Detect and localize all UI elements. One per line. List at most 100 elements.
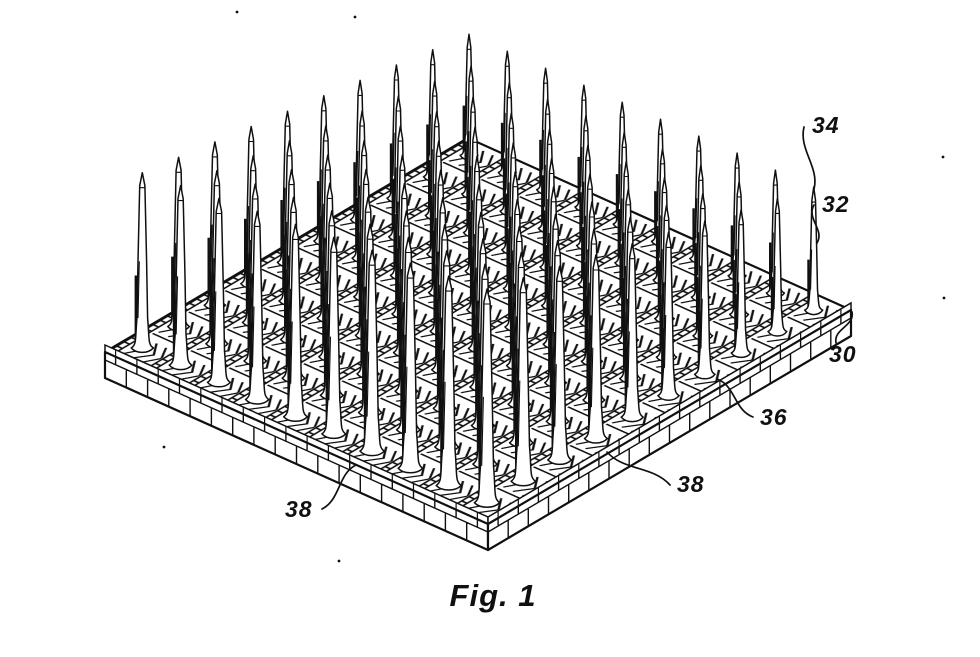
needle-body (206, 197, 232, 388)
rim-band-right-squares (497, 308, 842, 519)
needle-tip-tick (392, 79, 399, 176)
microneedle (803, 186, 824, 316)
needle-tip-tick (436, 184, 444, 304)
microneedle (730, 208, 752, 359)
needle-tip-tick (545, 143, 552, 244)
needle-body (547, 265, 573, 466)
needle-tip-tick (660, 192, 667, 295)
needle-tip-tick (481, 303, 491, 466)
needle-body (244, 210, 270, 405)
needle-tip-tick (663, 246, 671, 368)
needle-body (510, 276, 537, 487)
speck (235, 10, 239, 14)
needle-tip-tick (404, 277, 414, 434)
needle-tip-tick (284, 155, 292, 274)
needle-body (803, 186, 824, 316)
needle-tip-tick (251, 225, 261, 368)
needle-tip-tick (510, 186, 518, 301)
needle-tip-tick (698, 208, 705, 312)
needle-tip-tick (505, 97, 512, 190)
microneedle (547, 265, 573, 466)
microneedle (359, 249, 385, 457)
needle-tip-tick (509, 157, 516, 264)
needle-tip-tick (623, 204, 631, 315)
needle-tip-tick (474, 199, 482, 321)
needle-tip-tick (542, 82, 548, 170)
needle-body (767, 197, 788, 337)
microneedle (168, 184, 193, 371)
needle-body (435, 275, 462, 491)
needle-tip-tick (695, 150, 701, 239)
speck (941, 155, 945, 159)
needle-tip-tick (137, 187, 145, 319)
ref-label-30: 30 (829, 341, 857, 367)
microneedle (473, 288, 501, 508)
needle-tip-tick (585, 188, 593, 298)
microneedle (397, 262, 424, 474)
needle-tip-tick (549, 201, 556, 318)
needle-tip-tick (321, 140, 329, 254)
needle-tip-tick (507, 127, 514, 227)
microneedle-array (130, 33, 824, 508)
leader-line-38-4 (606, 451, 671, 486)
leader-line-30-2 (835, 311, 853, 344)
needle-tip-tick (210, 156, 218, 278)
needle-tip-tick (399, 198, 407, 324)
needle-tip-tick (580, 99, 586, 187)
needle-tip-tick (554, 280, 563, 427)
needle-tip-tick (587, 216, 595, 335)
microneedle (130, 171, 155, 354)
speck (942, 296, 946, 300)
needle-tip-tick (396, 140, 403, 251)
scan-specks (162, 10, 946, 563)
ref-label-34: 34 (812, 112, 840, 138)
needle-tip-tick (512, 213, 520, 338)
figure-caption: Fig. 1 (449, 578, 537, 613)
needle-tip-tick (622, 175, 629, 278)
ref-label-38: 38 (285, 496, 313, 522)
needle-tip-tick (323, 169, 331, 291)
needle-tip-tick (503, 65, 510, 153)
needle-tip-tick (430, 95, 437, 193)
needle-tip-tick (437, 212, 446, 341)
needle-tip-tick (618, 116, 625, 204)
leader-line-34-0 (802, 126, 816, 190)
needle-tip-tick (656, 133, 663, 222)
microneedle (206, 197, 232, 388)
needle-tip-tick (733, 167, 739, 256)
rim-band-left-squares (115, 349, 478, 520)
needle-body (359, 249, 385, 457)
needle-tip-tick (283, 125, 290, 237)
needle-tip-tick (361, 183, 369, 308)
needle-tip-tick (465, 48, 471, 136)
needle-tip-tick (432, 126, 439, 230)
microneedle (693, 220, 716, 380)
microneedle (435, 275, 462, 491)
needle-tip-tick (286, 184, 295, 311)
needle-tip-tick (366, 264, 376, 417)
ref-label-32: 32 (822, 191, 850, 217)
microneedle (583, 254, 609, 444)
needle-tip-tick (173, 171, 182, 298)
needle-tip-tick (328, 251, 337, 401)
needle-tip-tick (246, 140, 254, 258)
needle-body (583, 254, 609, 444)
needle-body (282, 223, 309, 422)
substrate-left-face-bricks (104, 356, 489, 541)
needle-tip-tick (469, 111, 475, 210)
needle-tip-tick (735, 196, 742, 293)
needle-tip-tick (736, 224, 744, 329)
needle-tip-tick (357, 125, 365, 234)
needle-tip-tick (470, 141, 478, 247)
needle-tip-tick (290, 238, 299, 384)
leader-line-32-1 (811, 204, 820, 244)
needle-tip-tick (700, 235, 708, 349)
needle-tip-tick (442, 290, 452, 450)
microneedle (767, 197, 788, 337)
speck (353, 15, 357, 19)
needle-tip-tick (590, 269, 599, 408)
needle-tip-tick (213, 212, 222, 351)
needle-tip-tick (696, 179, 703, 276)
